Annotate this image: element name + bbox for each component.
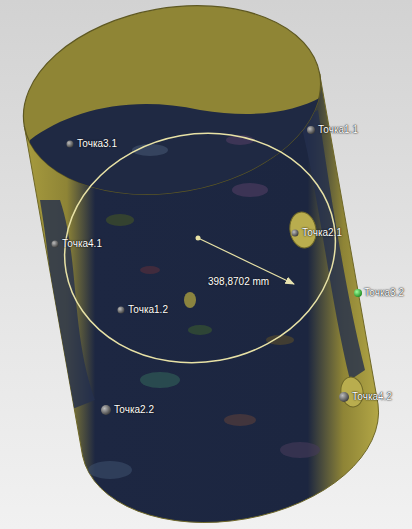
hole [55,408,76,442]
point-label: Точка3.1 [77,138,117,150]
point-marker [118,307,125,314]
scan-speckle [140,372,180,388]
scan-speckle [188,325,212,335]
scan-speckle [224,414,256,426]
point-label: Точка4.2 [352,391,392,403]
scan-speckle [280,442,320,458]
point-label: Точка2.2 [114,404,154,416]
scan-speckle [232,183,268,197]
scan-speckle [106,214,134,226]
hole [184,292,196,308]
fit-circle [46,112,353,384]
point-marker [292,230,299,237]
point-label: Точка3.2 [364,287,404,299]
point-marker [101,405,111,415]
point-marker [354,289,362,297]
point-marker [307,126,315,134]
point-marker [67,141,74,148]
point-marker [52,241,59,248]
scan-speckle [88,461,132,479]
inner-scan [20,95,330,220]
scan-speckle [140,266,160,274]
inner-wall-scan [20,95,330,220]
point-label: Точка1.1 [318,124,358,136]
dimension-label: 398,8702 mm [208,276,269,288]
point-marker [339,392,349,402]
point-label: Точка4.1 [62,238,102,250]
point-label: Точка1.2 [128,304,168,316]
point-label: Точка2.1 [302,227,342,239]
